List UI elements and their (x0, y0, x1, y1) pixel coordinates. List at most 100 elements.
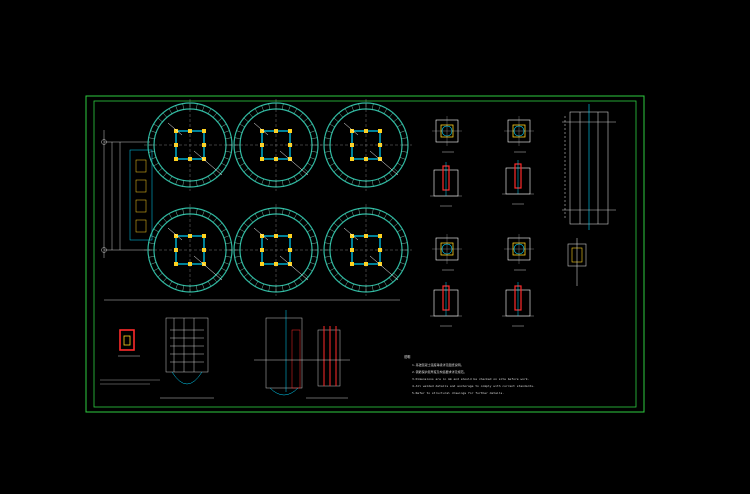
ring-tick (344, 176, 349, 182)
ring-tick (372, 180, 374, 187)
ring-tick (324, 256, 331, 258)
column-marker (260, 234, 264, 238)
ring-tick (153, 267, 159, 272)
ring-tick (225, 256, 232, 258)
ring-tick (282, 103, 284, 110)
ring-tick (182, 285, 184, 292)
ring-tick (217, 117, 223, 123)
ring-tick (393, 167, 399, 173)
tank-plan-2 (230, 99, 322, 191)
ring-tick (248, 112, 254, 118)
ring-tick (243, 117, 249, 123)
tank-plan-grid (144, 99, 412, 296)
column-marker (174, 234, 178, 238)
ring-tick (261, 283, 264, 290)
ring-tick (202, 105, 205, 112)
ring-tick (383, 213, 388, 219)
tank-plan-6 (320, 204, 412, 296)
ring-tick (157, 222, 163, 228)
ring-tick (311, 242, 318, 244)
ring-tick (358, 285, 360, 292)
ring-tick (303, 117, 309, 123)
ring-tick (168, 213, 173, 219)
ring-tick (288, 283, 291, 290)
tank-plan-4 (144, 204, 236, 296)
ring-tick (383, 281, 388, 287)
ring-tick (162, 172, 168, 178)
ring-tick (261, 178, 264, 185)
detail-plan-1 (432, 116, 462, 153)
ring-tick (202, 178, 205, 185)
ring-tick (150, 130, 157, 133)
column-marker (350, 157, 354, 161)
column-marker (378, 157, 382, 161)
leader-line (167, 122, 183, 136)
ring-tick (212, 112, 218, 118)
ring-tick (239, 123, 245, 128)
ring-tick (225, 137, 232, 139)
ring-tick (254, 213, 259, 219)
ring-tick (288, 210, 291, 217)
pile-sections (254, 310, 350, 399)
leader-line (193, 150, 223, 176)
ring-tick (221, 162, 227, 167)
notes-title: 说明 (404, 354, 410, 359)
ring-tick (293, 108, 298, 114)
ring-tick (212, 217, 218, 223)
ring-tick (248, 277, 254, 283)
ring-tick (268, 208, 270, 215)
ring-tick (344, 108, 349, 114)
ring-tick (236, 235, 243, 238)
ring-tick (196, 285, 198, 292)
ring-tick (234, 242, 241, 244)
ring-tick (202, 210, 205, 217)
ring-tick (207, 108, 212, 114)
ring-tick (303, 167, 309, 173)
ring-tick (338, 172, 344, 178)
ring-tick (329, 162, 335, 167)
ring-tick (248, 172, 254, 178)
ring-tick (243, 167, 249, 173)
ring-tick (175, 283, 178, 290)
ring-tick (168, 281, 173, 287)
ring-tick (378, 210, 381, 217)
ring-tick (358, 208, 360, 215)
ring-tick (157, 272, 163, 278)
ring-tick (303, 272, 309, 278)
notes-block: 说明 1.基础混凝土强度等级详见图纸说明。 2.钢筋保护层厚度及构造要求详见规范… (404, 354, 535, 395)
ring-tick (261, 105, 264, 112)
ring-tick (329, 123, 335, 128)
ring-tick (148, 242, 155, 244)
ring-tick (338, 112, 344, 118)
ring-tick (254, 108, 259, 114)
ring-tick (162, 217, 168, 223)
ring-tick (388, 217, 394, 223)
ring-tick (378, 105, 381, 112)
detail-section-1 (430, 162, 462, 207)
ring-tick (153, 123, 159, 128)
ring-tick (207, 281, 212, 287)
column-marker (174, 129, 178, 133)
column-marker (202, 129, 206, 133)
ring-tick (383, 108, 388, 114)
ring-tick (288, 105, 291, 112)
leader-line (253, 227, 269, 241)
column-marker (378, 129, 382, 133)
footing-elevation (160, 317, 214, 399)
ring-tick (358, 103, 360, 110)
ring-tick (217, 272, 223, 278)
ring-tick (221, 228, 227, 233)
ring-tick (372, 208, 374, 215)
ring-tick (288, 178, 291, 185)
note-line-2: 2.钢筋保护层厚度及构造要求详见规范。 (412, 369, 467, 374)
ring-tick (182, 103, 184, 110)
detail-section-3 (430, 282, 462, 327)
ring-tick (223, 235, 230, 238)
ring-tick (298, 277, 304, 283)
ring-tick (148, 137, 155, 139)
ring-tick (248, 217, 254, 223)
ring-tick (148, 151, 155, 153)
ring-tick (351, 210, 354, 217)
ring-tick (236, 262, 243, 265)
ring-tick (393, 272, 399, 278)
